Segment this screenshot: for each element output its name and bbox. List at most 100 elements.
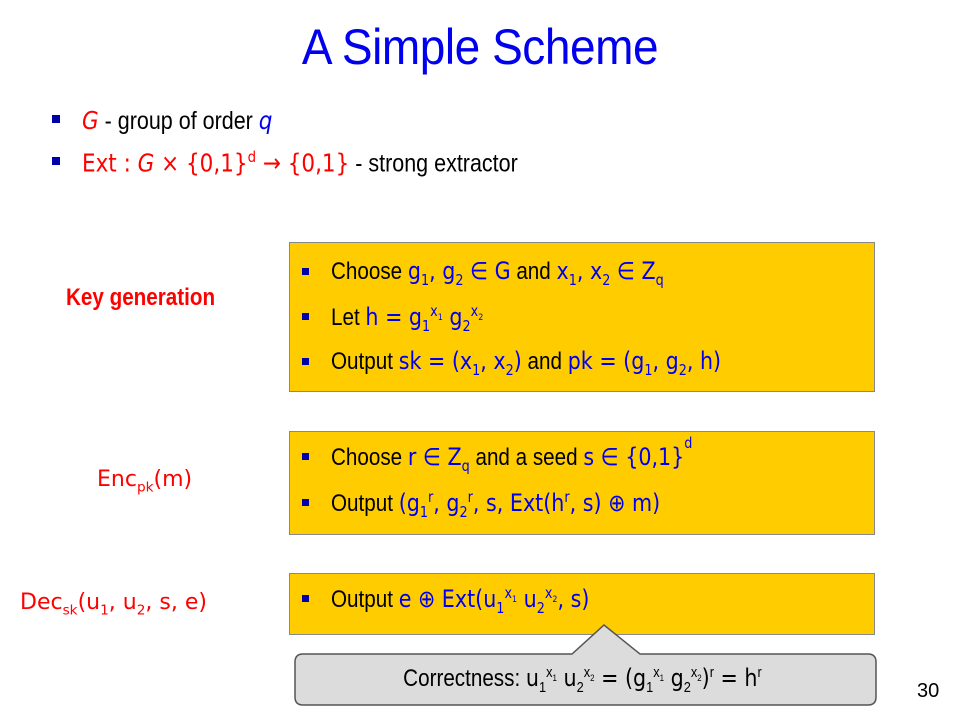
bullet-icon (302, 452, 309, 460)
keygen-label-text: Key generation (66, 284, 216, 311)
sub: q (655, 270, 664, 289)
enc-label-sub: pk (136, 479, 154, 496)
sup: r (564, 487, 570, 506)
sup-base: x (545, 665, 553, 681)
keygen-line-1-text: Choose g1, g2 ∈ G and x1, x2 ∈ Zq (331, 257, 664, 289)
keygen-line-2: Let h = g1x1 g2x2 (302, 298, 508, 338)
definition-extractor: Ext : G × {0,1}d → {0,1} - strong extrac… (52, 142, 589, 184)
dec-box: Output e ⊕ Ext(u1x1 u2x2, s) (289, 573, 875, 635)
text: Choose (331, 258, 408, 286)
sup: x2 (690, 665, 702, 683)
math: , s) (557, 584, 590, 613)
dec-label-main: Dec (20, 590, 63, 615)
sub: 1 (644, 360, 653, 379)
math: g (407, 257, 421, 286)
keygen-line-2-text: Let h = g1x1 g2x2 (331, 302, 483, 335)
sub: 1 (496, 598, 505, 617)
sup-sub: 2 (478, 311, 484, 323)
bullet-icon (302, 357, 309, 365)
definition-extractor-text: Ext : G × {0,1}d → {0,1} - strong extrac… (82, 148, 518, 178)
sub: 1 (472, 360, 481, 379)
sup-base: x (470, 301, 479, 320)
text: and (510, 258, 557, 286)
page-number: 30 (917, 680, 940, 702)
sup: r (757, 665, 762, 681)
ext-math-domain: × {0,1} (154, 148, 248, 178)
sup-sub: 1 (437, 311, 443, 323)
sup: x1 (504, 583, 518, 605)
order-symbol: q (258, 106, 273, 135)
correctness-text: Correctness: u1x1 u2x2 = (g1x1 g2x2)r = … (296, 664, 868, 696)
ext-math-range: → {0,1} (256, 148, 350, 178)
text: Let (331, 303, 366, 331)
sub: 1 (419, 502, 429, 521)
sup: x1 (652, 665, 664, 683)
math: , x (480, 347, 506, 376)
sub: 2 (602, 270, 611, 289)
sup-sub: 1 (512, 593, 518, 605)
ext-math: Ext : (82, 148, 138, 178)
sub: 2 (462, 316, 471, 335)
dec-line-1-text: Output e ⊕ Ext(u1x1 u2x2, s) (331, 584, 589, 617)
sup: x2 (583, 665, 594, 683)
math: ∈ Z (610, 257, 656, 286)
dec-label-sub: sk (62, 602, 78, 619)
sub: 1 (538, 679, 546, 696)
math: sk = (x (398, 347, 473, 376)
math: , x (576, 257, 603, 286)
sup-sub: 1 (552, 672, 557, 683)
math: e ⊕ Ext(u (398, 584, 497, 613)
sup-base: x (652, 665, 660, 681)
dec-label-arg3: , s, e) (145, 590, 207, 615)
sup-sub: 2 (696, 672, 702, 683)
math: = h (713, 664, 758, 692)
sub: 2 (536, 598, 545, 617)
sup: r (467, 487, 473, 506)
dec-label-arg2: , u (108, 590, 137, 615)
math: , h) (686, 347, 722, 376)
sup-sub: 2 (552, 593, 558, 605)
math: u (517, 584, 537, 613)
sub: 2 (683, 679, 691, 696)
enc-line-1-text: Choose r ∈ Zq and a seed s ∈ {0,1}d (331, 434, 692, 475)
keygen-label: Key generation (66, 284, 239, 312)
sub: 1 (568, 270, 577, 289)
text: Choose (331, 443, 408, 471)
bullet-icon (52, 157, 60, 165)
bullet-icon (302, 267, 309, 275)
sub: 2 (459, 502, 468, 521)
enc-label-main: Enc (97, 467, 137, 492)
math: u (556, 664, 577, 692)
sup: d (684, 433, 693, 452)
bullet-icon (302, 594, 309, 602)
text: Output (331, 348, 399, 376)
sub: 2 (678, 360, 687, 379)
sub: 1 (645, 679, 653, 696)
bullet-icon (302, 312, 309, 320)
sup-sub: 1 (659, 672, 664, 683)
math: ) (701, 664, 710, 692)
text: Output (331, 585, 399, 613)
correctness-text-inner: Correctness: u1x1 u2x2 = (g1x1 g2x2)r = … (403, 664, 762, 696)
math: h = g (365, 302, 423, 331)
keygen-box: Choose g1, g2 ∈ G and x1, x2 ∈ Zq Let h … (289, 242, 875, 392)
math: , g (652, 347, 679, 376)
sub: q (461, 456, 470, 475)
sub: 1 (420, 270, 430, 289)
extractor-description: - strong extractor (349, 149, 518, 178)
group-symbol: G (82, 106, 99, 135)
math: (g (398, 488, 420, 517)
text: and a seed (469, 443, 584, 471)
math: u (525, 664, 539, 692)
math: g (663, 664, 684, 692)
sub: 2 (576, 679, 584, 696)
math: x (556, 257, 569, 286)
sup: x1 (545, 665, 557, 683)
text: and (521, 348, 568, 376)
dec-label: Decsk(u1, u2, s, e) (20, 590, 207, 618)
enc-label-arg: (m) (153, 467, 193, 492)
sup-base: x (504, 583, 513, 602)
math: pk = (g (567, 347, 645, 376)
enc-line-1: Choose r ∈ Zq and a seed s ∈ {0,1}d (302, 434, 751, 478)
definition-group-text: G - group of order q (82, 106, 272, 136)
